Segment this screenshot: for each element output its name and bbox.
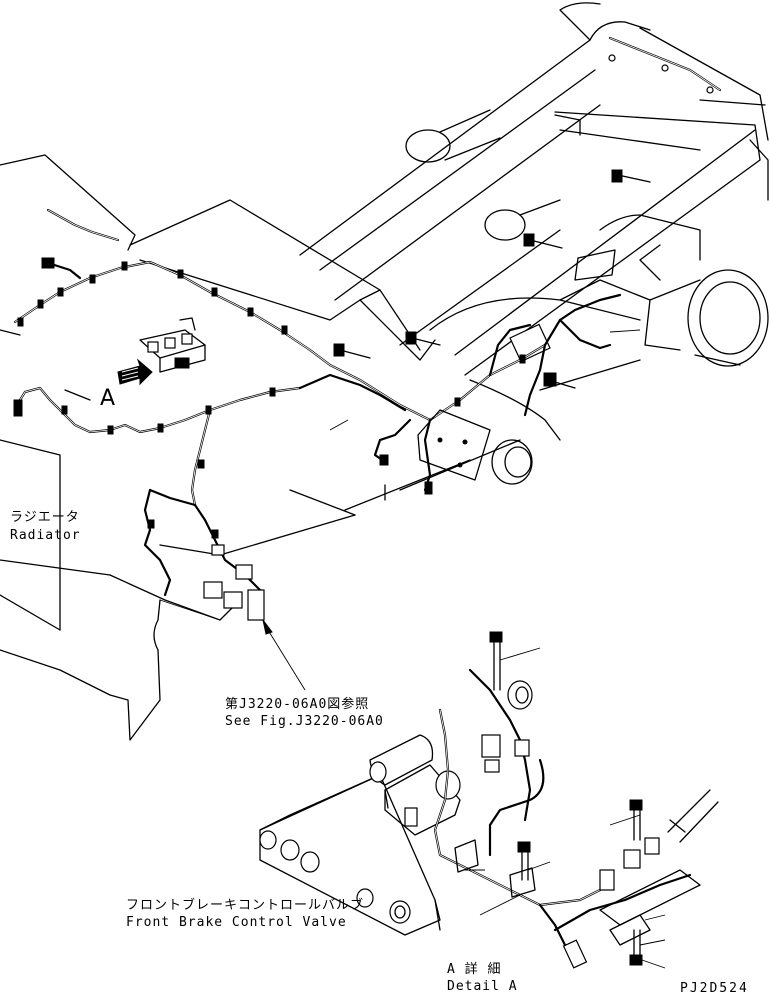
lower-connectors: [203, 544, 265, 621]
detail-a: [159, 329, 719, 969]
valve-label-en: Front Brake Control Valve: [126, 915, 347, 930]
view-a-arrow: [117, 358, 153, 386]
harness-clips: [13, 257, 526, 539]
main-harness: [13, 208, 622, 621]
detail-label-jp: A 詳 細: [447, 962, 502, 977]
ref-leader-arrowhead: [262, 619, 273, 635]
reference-label-en: See Fig.J3220-06A0: [225, 714, 384, 729]
radiator-label-en: Radiator: [10, 528, 81, 543]
drawing-number: PJ2D524: [680, 981, 749, 996]
detail-label-en: Detail A: [447, 979, 518, 994]
chassis-frame: [299, 2, 769, 441]
detail-bolts: [489, 631, 643, 966]
engine-blocks: [0, 154, 521, 741]
relay-box: [139, 317, 206, 373]
valve-label-jp: フロントブレーキコントロールバルブ: [126, 898, 365, 913]
view-a-letter: A: [100, 386, 115, 411]
ref-leader-line: [267, 629, 306, 691]
radiator-label-jp: ラジエータ: [10, 510, 80, 525]
reference-label-jp: 第J3220-06A0図参照: [225, 697, 370, 712]
